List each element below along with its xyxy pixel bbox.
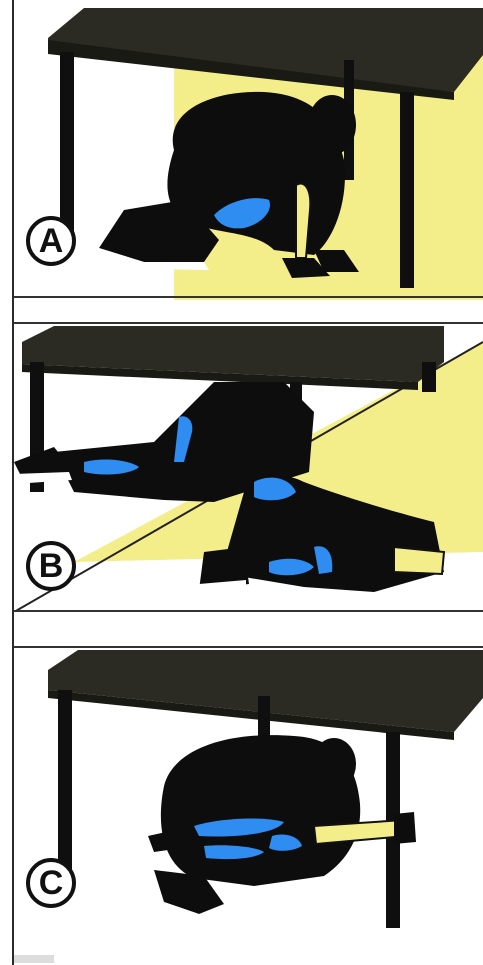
panel-a-table-leg-right	[400, 92, 414, 288]
panel-a	[14, 0, 483, 300]
panel-divider	[14, 610, 483, 612]
panel-b	[14, 322, 483, 612]
panel-c-hand	[394, 812, 416, 844]
panel-label-c: C	[26, 858, 76, 908]
panel-b-arm-yellow	[394, 547, 444, 574]
panel-label-a: A	[26, 216, 76, 266]
panel-label-b: B	[26, 541, 76, 591]
panel-a-illustration	[14, 0, 483, 300]
panel-c-figure-head	[312, 738, 356, 790]
panel-b-table-leg-far	[422, 362, 436, 392]
panel-a-table-leg-left	[60, 52, 74, 234]
panel-divider	[14, 296, 483, 298]
bottom-strip	[14, 955, 54, 963]
panel-b-illustration	[14, 322, 483, 612]
panel-c-illustration	[14, 646, 483, 946]
panel-a-figure-head	[308, 95, 356, 155]
panel-c	[14, 646, 483, 946]
